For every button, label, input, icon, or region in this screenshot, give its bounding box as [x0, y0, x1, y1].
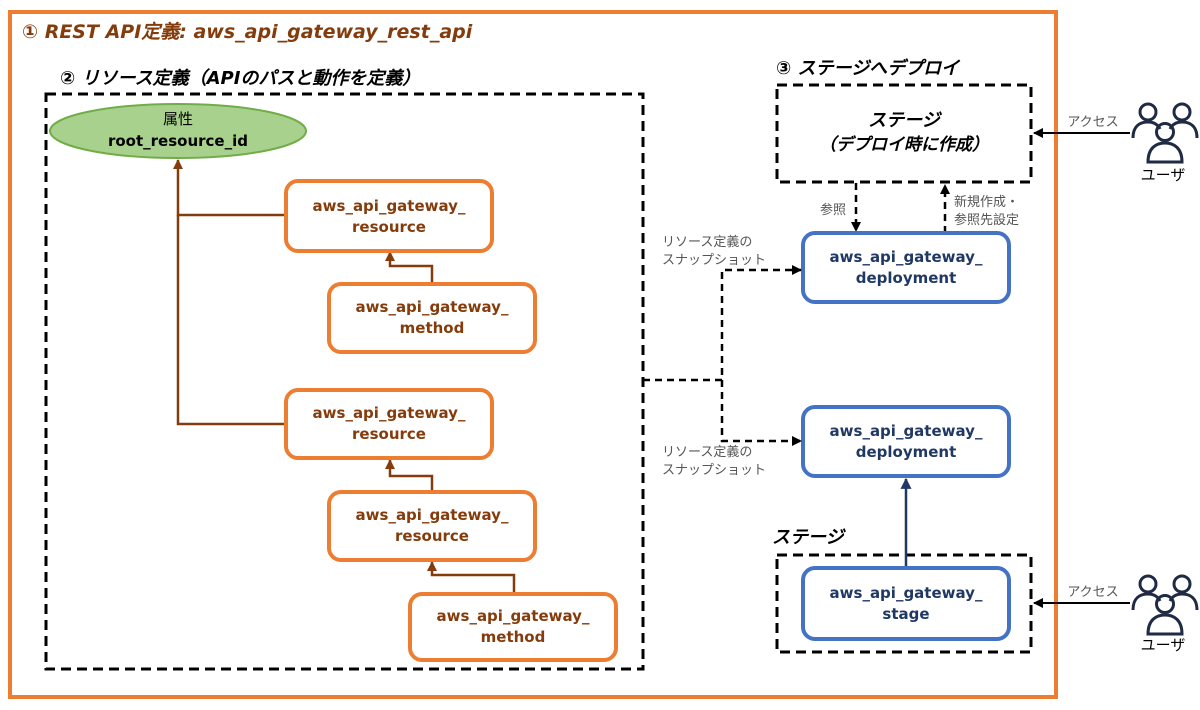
users-icon — [1131, 102, 1199, 164]
snapshot1-line2: スナップショット — [662, 253, 766, 268]
stage-created-title: ステージ — [868, 110, 943, 131]
svg-text:aws_api_gateway_: aws_api_gateway_ — [830, 584, 983, 602]
reference-label: 参照 — [820, 202, 846, 218]
deploy-section-title: ③ ステージへデプロイ — [776, 58, 961, 79]
deployment-box-1: aws_api_gateway_ deployment — [801, 231, 1011, 304]
svg-text:resource: resource — [395, 527, 469, 545]
stage-created-frame — [775, 83, 1033, 184]
svg-text:resource: resource — [352, 425, 426, 443]
new-create-label-line2: 参照先設定 — [954, 212, 1019, 228]
method2-to-resource3-arrow — [427, 561, 516, 594]
svg-text:aws_api_gateway_: aws_api_gateway_ — [313, 197, 466, 215]
snapshot2-line2: スナップショット — [662, 463, 766, 478]
resource-section-frame — [44, 92, 645, 671]
svg-text:resource: resource — [352, 218, 426, 236]
svg-text:aws_api_gateway_: aws_api_gateway_ — [830, 248, 983, 266]
snapshot-connector — [643, 265, 802, 382]
resource-box-2: aws_api_gateway_ resource — [284, 388, 494, 460]
users-icon-2 — [1131, 574, 1199, 636]
user-label-2: ユーザ — [1141, 636, 1186, 654]
snapshot2-line1: リソース定義の — [662, 444, 752, 460]
svg-text:deployment: deployment — [856, 443, 957, 461]
svg-text:method: method — [481, 628, 546, 646]
deployment-box-2: aws_api_gateway_ deployment — [801, 405, 1011, 478]
method1-to-resource1-arrow — [385, 251, 434, 284]
resource-box-1: aws_api_gateway_ resource — [284, 179, 494, 253]
resource-section-title: ② リソース定義（APIのパスと動作を定義） — [60, 68, 420, 89]
svg-text:deployment: deployment — [856, 269, 957, 287]
svg-text:aws_api_gateway_: aws_api_gateway_ — [313, 404, 466, 422]
svg-text:aws_api_gateway_: aws_api_gateway_ — [356, 506, 509, 524]
root-resource-id-ellipse — [49, 103, 307, 159]
svg-text:aws_api_gateway_: aws_api_gateway_ — [437, 607, 590, 625]
svg-text:stage: stage — [882, 605, 929, 623]
root-to-resource-connector — [173, 159, 286, 217]
rest-api-title: ① REST API定義: aws_api_gateway_rest_api — [22, 21, 473, 43]
stage-box: aws_api_gateway_ stage — [801, 566, 1011, 641]
snapshot1-line1: リソース定義の — [662, 234, 752, 250]
resource3-to-resource2-arrow — [385, 459, 434, 492]
svg-text:method: method — [400, 319, 465, 337]
svg-text:aws_api_gateway_: aws_api_gateway_ — [830, 422, 983, 440]
root-to-resource2-connector — [176, 215, 286, 426]
resource-box-3: aws_api_gateway_ resource — [327, 490, 537, 562]
attribute-name: root_resource_id — [108, 132, 248, 150]
access-label-1: アクセス — [1067, 115, 1118, 130]
method-box-1: aws_api_gateway_ method — [327, 282, 537, 354]
snapshot-connector-2 — [720, 380, 802, 446]
method-box-2: aws_api_gateway_ method — [408, 592, 618, 662]
rest-api-frame — [8, 10, 1058, 699]
attribute-label: 属性 — [163, 110, 193, 128]
user-label-1: ユーザ — [1141, 166, 1186, 184]
access-label-2: アクセス — [1067, 585, 1118, 600]
stage-created-subtitle: （デプロイ時に作成） — [819, 135, 989, 155]
stage-label: ステージ — [772, 527, 847, 548]
new-create-label-line1: 新規作成・ — [954, 194, 1019, 210]
svg-text:aws_api_gateway_: aws_api_gateway_ — [356, 298, 509, 316]
